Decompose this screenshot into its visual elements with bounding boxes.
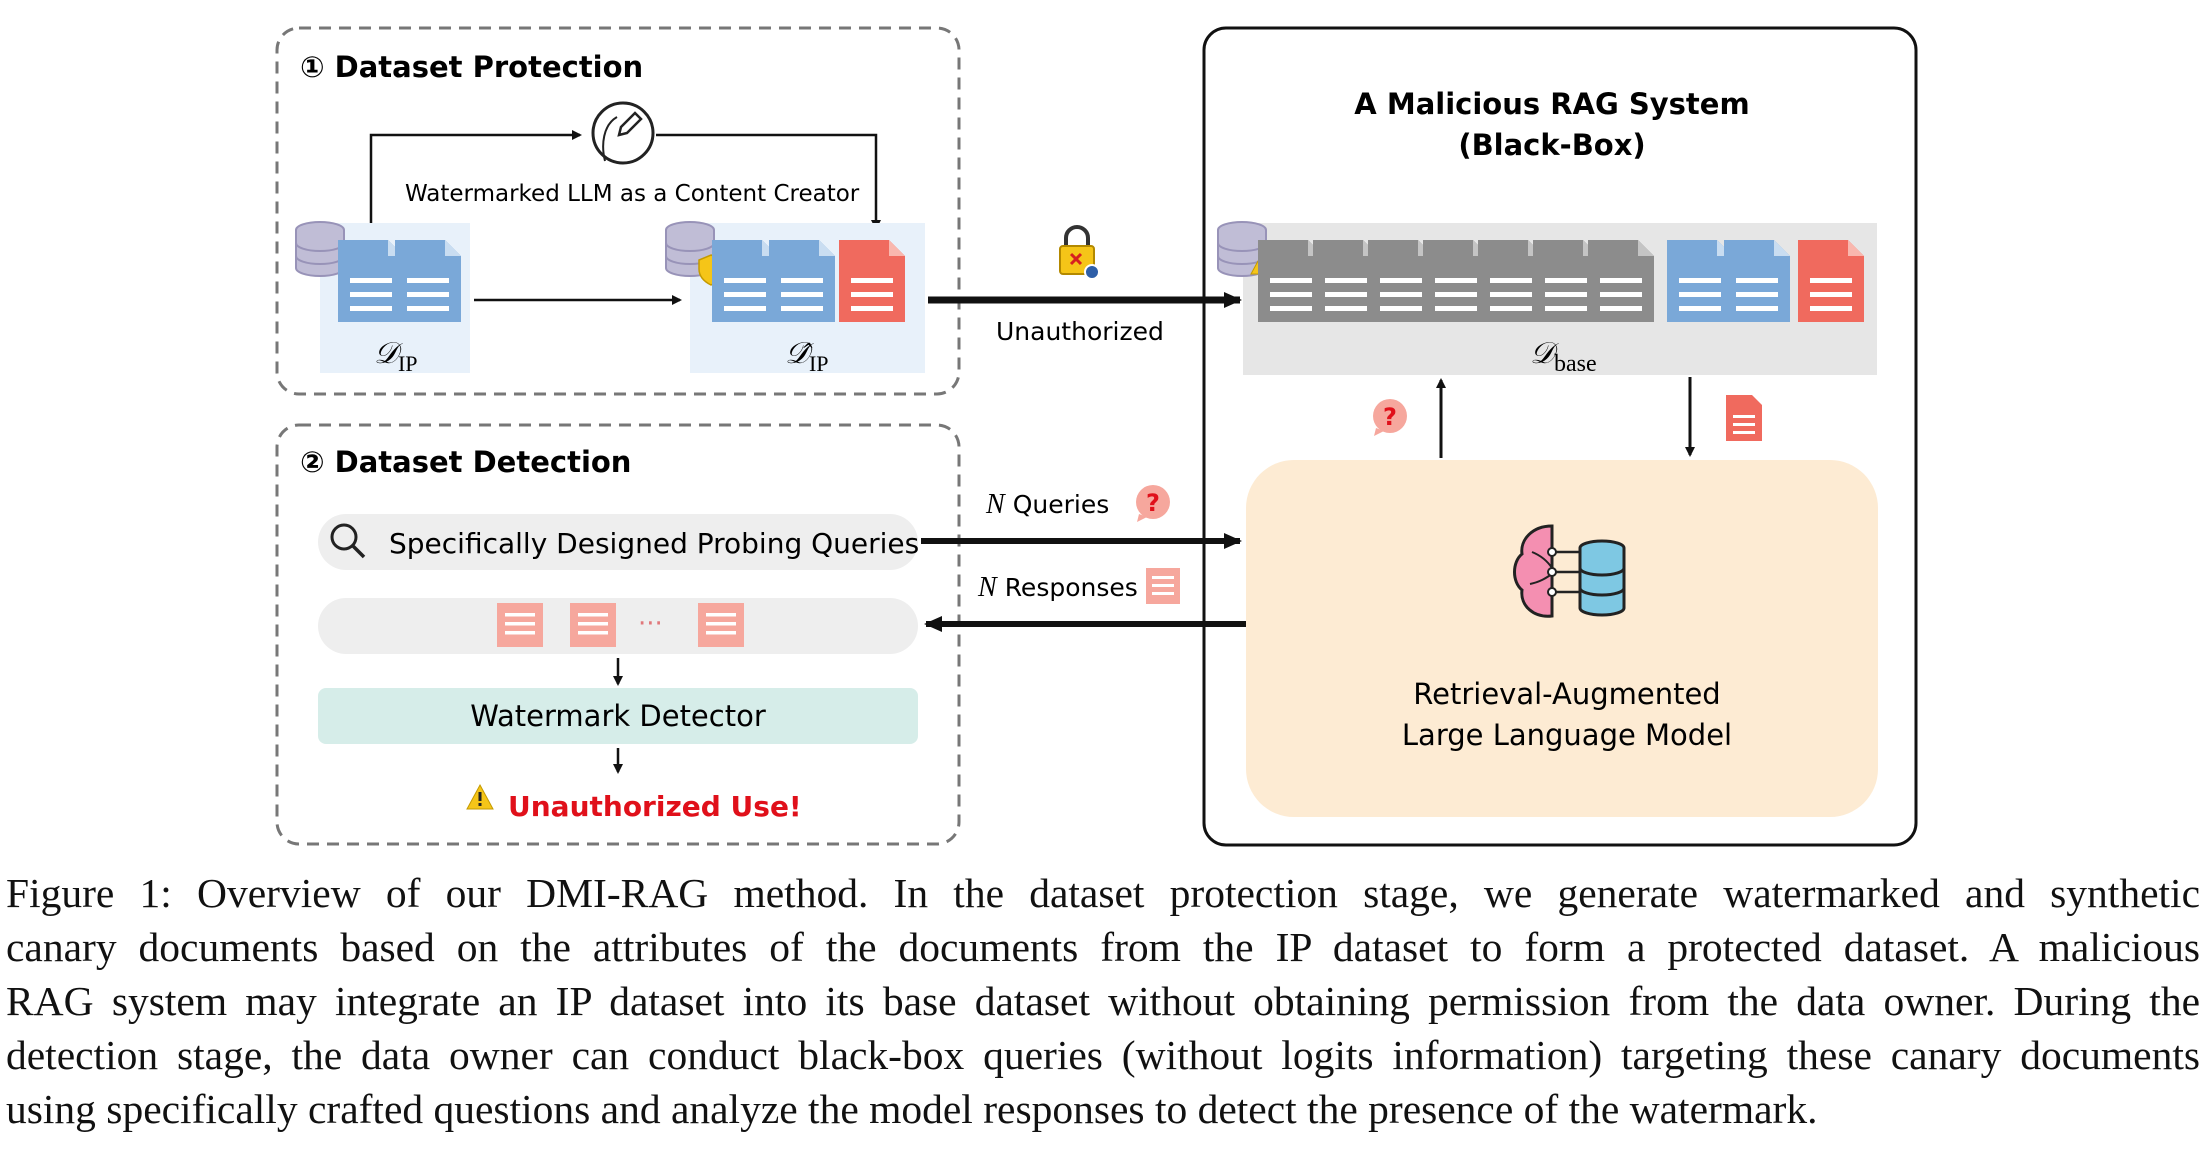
warning-icon xyxy=(466,784,494,810)
caption-line: canary documents based on the attributes… xyxy=(6,924,2200,970)
svg-text:?: ? xyxy=(1146,489,1160,517)
unauthorized-use-alert: Unauthorized Use! xyxy=(508,790,802,823)
caption-line: RAG system may integrate an IP dataset i… xyxy=(6,978,2200,1024)
rag-title-line2: (Black-Box) xyxy=(1458,128,1645,162)
watermark-detector-label: Watermark Detector xyxy=(470,699,766,733)
probe-queries-pill xyxy=(318,514,918,570)
figure-caption: Figure 1: Overview of our DMI-RAG method… xyxy=(6,866,2200,1136)
document-icon xyxy=(395,240,461,322)
search-icon xyxy=(330,523,366,559)
unauthorized-label: Unauthorized xyxy=(996,317,1164,346)
caption-line: Figure 1: Overview of our DMI-RAG method… xyxy=(6,870,2200,916)
rag-system-box xyxy=(1202,26,1918,847)
llm-label-line1: Retrieval-Augmented xyxy=(1413,677,1720,711)
detection-box xyxy=(275,423,961,846)
probe-queries-label: Specifically Designed Probing Queries xyxy=(389,527,919,560)
canary-document-icon xyxy=(839,240,905,322)
protection-box xyxy=(275,26,961,396)
llm-label-line2: Large Language Model xyxy=(1402,718,1732,752)
ellipsis: ··· xyxy=(638,609,663,639)
caption-line: using specifically crafted questions and… xyxy=(6,1086,1818,1132)
lock-icon xyxy=(1059,225,1100,280)
detection-title: ② Dataset Detection xyxy=(300,445,631,479)
response-document-icon xyxy=(497,603,543,647)
response-document-icon xyxy=(698,603,744,647)
base-document-icon xyxy=(1588,240,1654,322)
responses-pill xyxy=(318,598,918,654)
canary-document-icon xyxy=(1798,240,1864,322)
response-doc-icon xyxy=(1146,568,1180,604)
llm-panel xyxy=(1246,460,1878,817)
response-document-icon xyxy=(570,603,616,647)
svg-text:?: ? xyxy=(1383,403,1397,431)
brain-database-icon xyxy=(1513,524,1626,618)
document-icon xyxy=(769,240,835,322)
rag-title-line1: A Malicious RAG System xyxy=(1354,87,1749,121)
watermark-detector-box xyxy=(318,688,918,744)
protection-title: ① Dataset Protection xyxy=(300,50,643,84)
document-icon xyxy=(338,240,404,322)
database-icon xyxy=(295,221,345,277)
dmi-rag-diagram: ① Dataset Protection Watermarked LLM as … xyxy=(275,26,1918,847)
document-icon xyxy=(1667,240,1733,322)
question-bubble-icon: ? xyxy=(1373,399,1407,436)
retrieved-document-icon xyxy=(1726,395,1762,441)
creator-label: Watermarked LLM as a Content Creator xyxy=(405,181,860,207)
question-bubble-icon: ? xyxy=(1136,485,1170,522)
caption-line: detection stage, the data owner can cond… xyxy=(6,1032,2200,1078)
document-icon xyxy=(712,240,778,322)
document-icon xyxy=(1724,240,1790,322)
content-creator-icon xyxy=(591,101,655,165)
